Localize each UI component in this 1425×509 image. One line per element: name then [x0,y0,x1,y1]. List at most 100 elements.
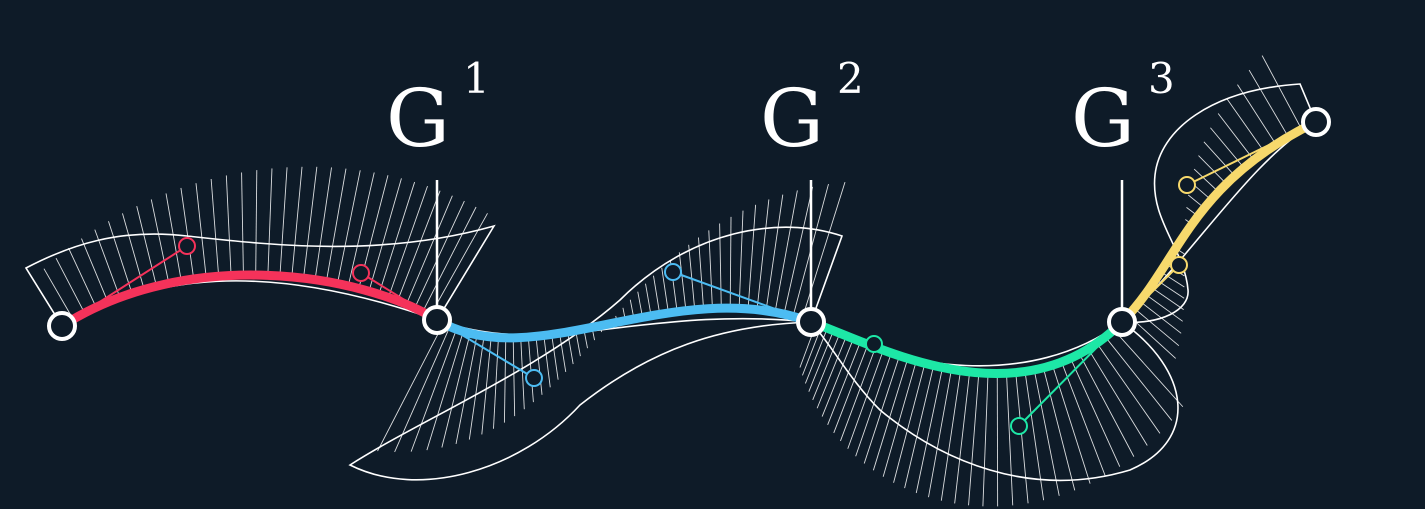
comb-tooth [291,166,303,277]
comb-tooth [738,210,744,309]
comb-tooth [904,365,935,489]
comb-tooth [512,337,516,417]
label-g2-superscript: 2 [837,54,864,103]
comb-tooth [855,352,892,457]
comb-tooth [729,216,732,309]
label-g1-base: G [386,72,450,165]
label-g3-base: G [1071,72,1135,165]
comb-tooth [267,168,273,276]
control-point-blue-2 [664,263,682,281]
comb-tooth [150,199,170,284]
curvature-comb-outline-2 [348,226,844,481]
comb-tooth [1006,373,1014,506]
comb-tooth [422,206,477,313]
comb-tooth [1061,361,1106,476]
comb-tooth [863,355,900,464]
label-g3-superscript: 3 [1148,54,1175,103]
comb-tooth [698,237,705,310]
comb-tooth [397,190,441,302]
comb-tooth [1203,141,1236,177]
segment-blue [432,303,816,343]
comb-tooth [455,334,478,444]
segment-red [57,270,442,331]
continuity-label-g2: G 2 [760,54,864,165]
comb-tooth [678,252,687,311]
comb-tooth [279,167,288,277]
comb-tooth [688,244,696,310]
comb-tooth [336,170,361,284]
join-markers [435,180,1124,310]
control-point-yellow-2 [1178,176,1196,194]
continuity-label-g1: G 1 [386,54,490,165]
comb-tooth [225,175,232,276]
comb-tooth [1155,278,1185,299]
knot-points [47,107,1331,341]
comb-tooth [410,329,457,452]
segment-yellow [1117,117,1321,327]
comb-tooth [1237,84,1277,145]
comb-tooth [55,257,85,314]
control-point-green-1 [865,335,883,353]
comb-tooth [378,181,416,295]
comb-tooth [43,268,74,320]
comb-tooth [1139,301,1182,334]
comb-tooth [1087,348,1148,446]
knot-join-1 [422,305,452,335]
comb-tooth [136,205,157,287]
comb-tooth [827,341,861,425]
comb-tooth [165,193,182,282]
comb-tooth [893,363,926,483]
comb-tooth [1079,353,1135,457]
control-point-yellow-1 [1170,256,1188,274]
knot-join-3 [1107,307,1137,337]
comb-tooth [551,334,559,380]
comb-tooth [719,223,722,309]
comb-tooth [303,166,318,279]
knot-start [47,311,77,341]
comb-tooth [535,336,543,395]
continuity-label-g3: G 3 [1071,54,1175,165]
control-point-red-2 [352,264,370,282]
comb-tooth [1150,286,1184,310]
comb-tooth [821,338,854,417]
comb-tooth [1024,371,1045,501]
comb-tooth [774,190,798,313]
comb-tooth [708,230,713,309]
control-point-blue-1 [525,369,543,387]
comb-tooth [347,172,375,287]
comb-tooth [1145,293,1183,322]
comb-tooth [1096,343,1161,434]
comb-tooth [968,372,980,506]
knot-end [1301,107,1331,137]
comb-tooth [661,267,669,314]
comb-tooth [816,335,847,409]
comb-tooth [325,168,347,282]
comb-tooth [915,367,943,494]
comb-tooth [765,194,784,311]
comb-tooth [210,178,220,277]
control-point-green-2 [1010,417,1028,435]
comb-tooth [368,178,402,292]
comb-tooth [108,221,133,294]
comb-tooth [882,360,917,477]
comb-tooth [481,337,492,435]
label-g1-superscript: 1 [463,54,490,103]
comb-tooth [982,373,989,507]
comb-tooth [1105,336,1173,421]
comb-tooth [520,337,525,410]
comb-tooth [833,344,869,434]
comb-tooth [441,333,471,448]
curvature-comb-outline-3 [810,321,1179,482]
comb-tooth [645,283,652,316]
comb-tooth [1160,271,1185,288]
comb-tooth [756,199,770,310]
comb-tooth [1210,127,1245,169]
knot-join-2 [796,307,826,337]
comb-tooth [377,323,444,452]
comb-tooth [414,200,465,309]
comb-tooth [468,336,485,440]
comb-tooth [840,347,876,442]
comb-tooth [314,167,332,280]
control-point-red-1 [178,237,196,255]
